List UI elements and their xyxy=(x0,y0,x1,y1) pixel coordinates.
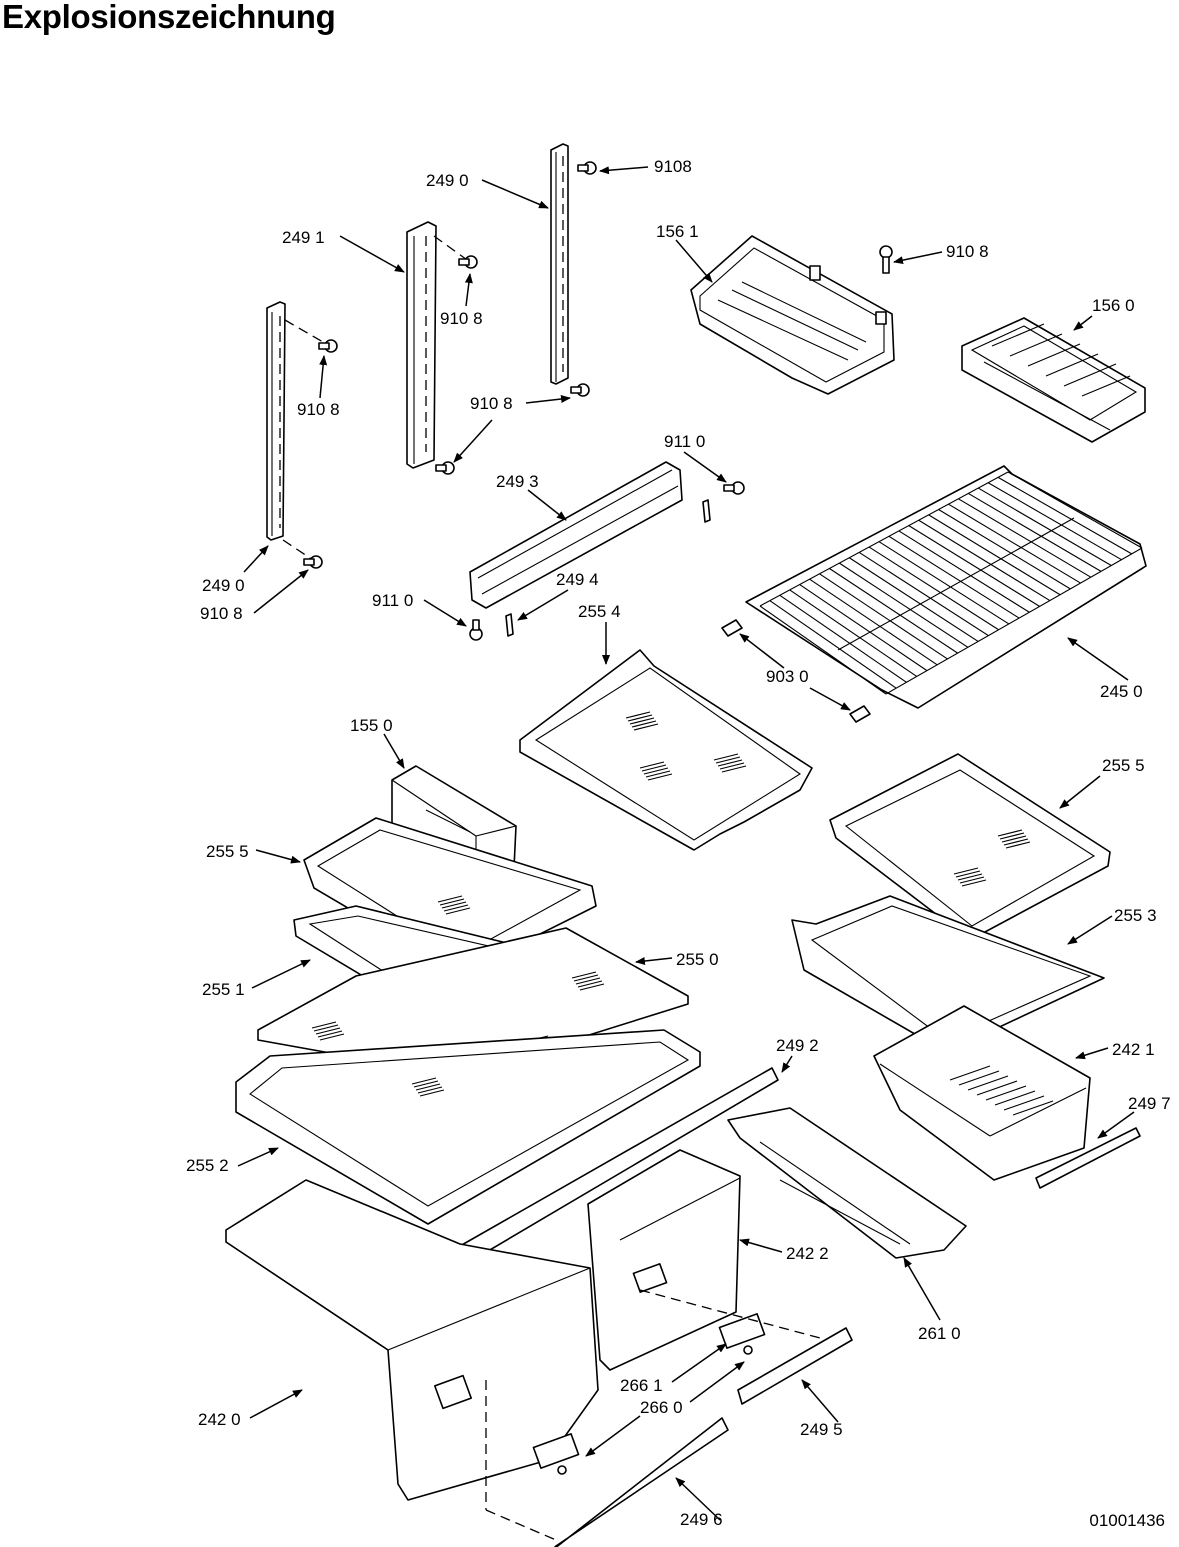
callout-2496: 249 6 xyxy=(680,1510,723,1529)
part-2496-strip xyxy=(553,1417,729,1547)
callout-2420: 242 0 xyxy=(198,1410,241,1429)
callout-2551: 255 1 xyxy=(202,980,245,999)
callout-2450: 245 0 xyxy=(1100,682,1143,701)
callout-2493: 249 3 xyxy=(496,472,539,491)
part-2555-right-shelf xyxy=(829,753,1111,941)
assembly-lines xyxy=(485,1289,821,1541)
callout-2490-bottom: 249 0 xyxy=(202,576,245,595)
callout-2555-right: 255 5 xyxy=(1102,756,1145,775)
part-2450-wire-shelf xyxy=(721,465,1147,723)
part-1561-tray xyxy=(690,235,895,395)
part-2421-drawer xyxy=(873,1005,1091,1181)
part-2553-frame xyxy=(791,895,1105,1053)
callout-1550: 155 0 xyxy=(350,716,393,735)
callout-9108-e: 910 8 xyxy=(200,604,243,623)
part-2552-cover-frame xyxy=(235,1029,701,1225)
part-2497-strip xyxy=(1035,1127,1141,1189)
callout-2494: 249 4 xyxy=(556,570,599,589)
callout-2492: 249 2 xyxy=(776,1036,819,1055)
part-2495-strip xyxy=(737,1327,853,1405)
rail-2490-top xyxy=(550,143,569,385)
callout-2490-top: 249 0 xyxy=(426,171,469,190)
callout-2497: 249 7 xyxy=(1128,1094,1171,1113)
page-title: Explosionszeichnung xyxy=(2,0,336,35)
callout-9108-d: 910 8 xyxy=(470,394,513,413)
callout-9030: 903 0 xyxy=(766,667,809,686)
callout-2555-left: 255 5 xyxy=(206,842,249,861)
part-1560-ice-tray xyxy=(961,317,1146,443)
callout-1561: 156 1 xyxy=(656,222,699,241)
callout-2554: 255 4 xyxy=(578,602,621,621)
screw-icons xyxy=(303,161,893,641)
document-number: 01001436 xyxy=(1089,1511,1165,1530)
callout-9108-c: 910 8 xyxy=(297,400,340,419)
leader-lines xyxy=(237,166,1135,1521)
callout-2491: 249 1 xyxy=(282,228,325,247)
part-2554-glass-shelf xyxy=(519,649,813,851)
callout-2553: 255 3 xyxy=(1114,906,1157,925)
callout-9110-top: 911 0 xyxy=(664,432,706,451)
callout-9108-top: 9108 xyxy=(654,157,692,176)
callout-9110-bottom: 911 0 xyxy=(372,591,414,610)
callout-2422: 242 2 xyxy=(786,1244,829,1263)
callout-2421: 242 1 xyxy=(1112,1040,1155,1059)
rail-2490-bottom xyxy=(266,301,331,563)
callout-2610: 261 0 xyxy=(918,1324,961,1343)
callout-2552: 255 2 xyxy=(186,1156,229,1175)
rail-2491 xyxy=(406,221,471,469)
callout-9108-a: 910 8 xyxy=(946,242,989,261)
callout-2661: 266 1 xyxy=(620,1376,663,1395)
part-2610-slide xyxy=(727,1107,967,1259)
callout-2550: 255 0 xyxy=(676,950,719,969)
callout-1560: 156 0 xyxy=(1092,296,1135,315)
callout-2660: 266 0 xyxy=(640,1398,683,1417)
callout-2495: 249 5 xyxy=(800,1420,843,1439)
part-2422-drawer xyxy=(587,1149,741,1371)
part-2493-rail xyxy=(469,461,683,609)
clip-icons xyxy=(532,1313,766,1475)
callout-9108-b: 910 8 xyxy=(440,309,483,328)
